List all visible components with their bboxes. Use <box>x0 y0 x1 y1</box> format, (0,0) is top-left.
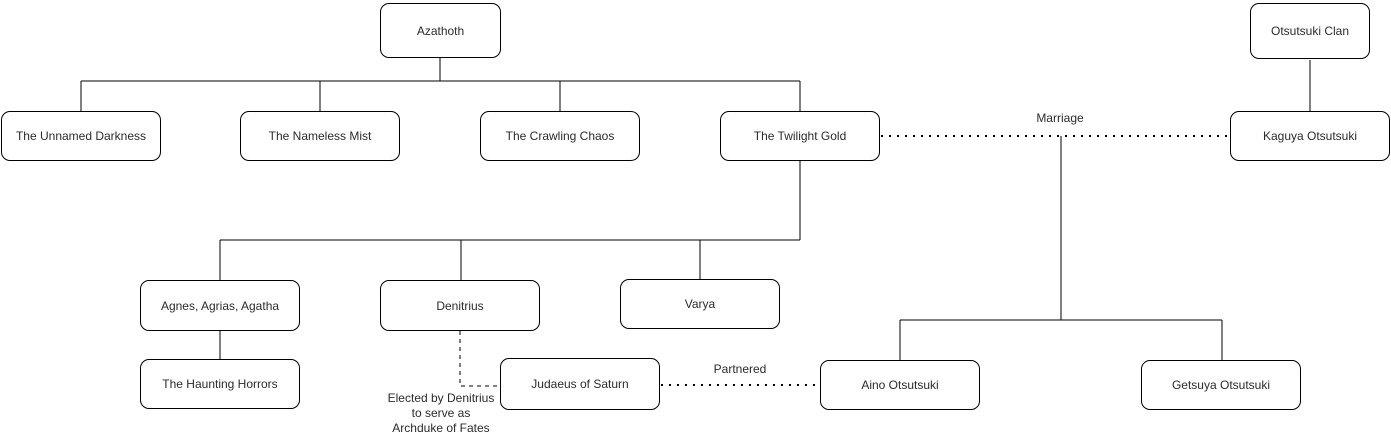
node-denitrius[interactable]: Denitrius <box>380 280 540 331</box>
edge-label-partnered: Partnered <box>713 362 767 376</box>
edge-marriage-to-children[interactable] <box>899 136 1223 360</box>
node-azathoth[interactable]: Azathoth <box>380 3 501 58</box>
edge-azathoth-to-children[interactable] <box>80 58 801 111</box>
node-unnamed-darkness[interactable]: The Unnamed Darkness <box>1 111 161 161</box>
edge-elected-dashed[interactable] <box>459 331 500 387</box>
edge-twilightgold-to-children[interactable] <box>219 161 801 280</box>
node-kaguya-otsutsuki[interactable]: Kaguya Otsutsuki <box>1230 111 1390 161</box>
node-otsutsuki-clan[interactable]: Otsutsuki Clan <box>1250 3 1370 59</box>
node-twilight-gold[interactable]: The Twilight Gold <box>720 111 880 161</box>
node-haunting-horrors[interactable]: The Haunting Horrors <box>140 359 300 409</box>
node-aino-otsutsuki[interactable]: Aino Otsutsuki <box>820 360 980 410</box>
node-nameless-mist[interactable]: The Nameless Mist <box>240 111 400 161</box>
edge-label-marriage: Marriage <box>1036 111 1084 125</box>
node-crawling-chaos[interactable]: The Crawling Chaos <box>480 111 640 161</box>
node-getsuya-otsutsuki[interactable]: Getsuya Otsutsuki <box>1141 360 1301 410</box>
node-judaeus-of-saturn[interactable]: Judaeus of Saturn <box>500 358 660 410</box>
edge-label-elected: Elected by Denitrius to serve as Archduk… <box>387 391 495 435</box>
node-agnes-agrias-agatha[interactable]: Agnes, Agrias, Agatha <box>140 280 300 331</box>
node-varya[interactable]: Varya <box>620 279 780 329</box>
